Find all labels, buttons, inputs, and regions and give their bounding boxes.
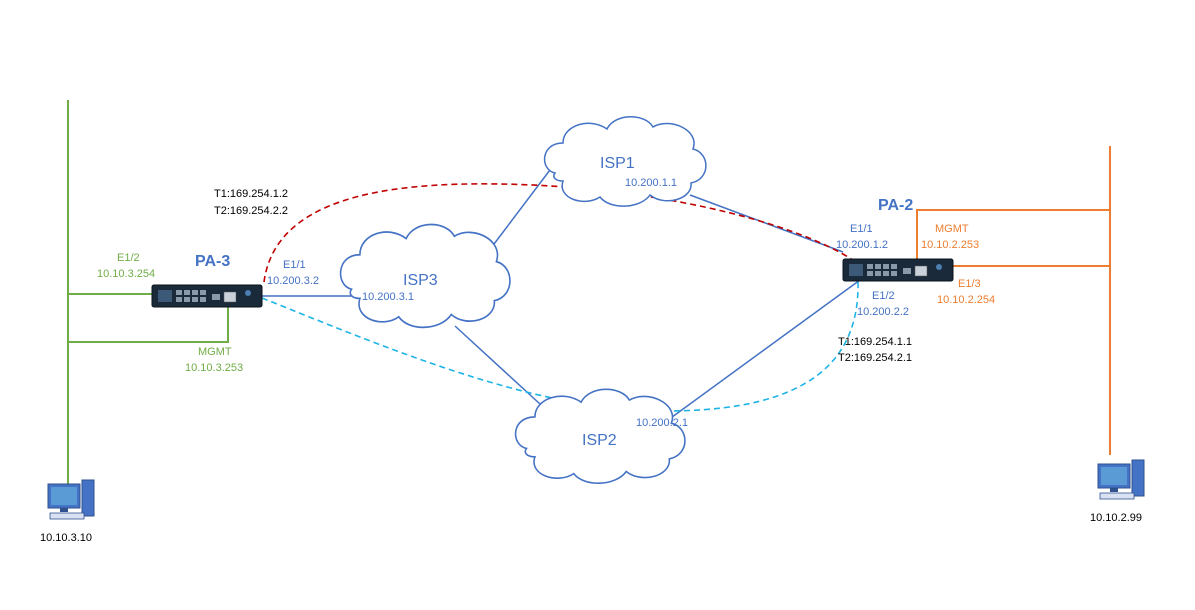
pa3-label: PA-3 xyxy=(195,253,230,270)
pa3-port xyxy=(200,290,206,295)
pa2-port xyxy=(883,271,889,276)
right-host-tower xyxy=(1131,459,1145,497)
pa2-tunnel2-ip: T2:169.254.2.1 xyxy=(838,352,912,364)
isp2-label: ISP2 xyxy=(582,432,617,449)
tunnel-2-path xyxy=(261,281,859,412)
isp1-pa2-link xyxy=(689,194,844,253)
pa2-e1-3-name: E1/3 xyxy=(958,278,981,290)
pa2-mgmt-link xyxy=(916,209,1110,262)
isp1-cloud-shape xyxy=(543,116,707,207)
pa3-port xyxy=(212,294,220,300)
wan-links xyxy=(262,161,861,421)
pa3-e1-1-ip: 10.200.3.2 xyxy=(267,275,319,287)
right-host-ip: 10.10.2.99 xyxy=(1090,512,1142,524)
pa2-port xyxy=(875,271,881,276)
pa3-e1-1-name: E1/1 xyxy=(283,259,306,271)
pa2-mgmt-ip: 10.10.2.253 xyxy=(921,239,979,251)
pa2-e1-3-ip: 10.10.2.254 xyxy=(937,294,995,306)
isp1-label: ISP1 xyxy=(600,155,635,172)
pa2-e1-1-ip: 10.200.1.2 xyxy=(836,239,888,251)
pa2-e1-1-name: E1/1 xyxy=(850,223,873,235)
isp3-cloud xyxy=(339,223,511,329)
pa2-mgmt-name: MGMT xyxy=(935,223,969,235)
left-host-tower xyxy=(81,479,95,517)
computer-icon[interactable] xyxy=(1097,459,1145,500)
pa3-port xyxy=(184,297,190,302)
pa3-tunnel1-ip: T1:169.254.1.2 xyxy=(214,188,288,200)
right-host-keyboard xyxy=(1099,492,1135,500)
pa3-port xyxy=(200,297,206,302)
pa2-console xyxy=(914,265,928,277)
pa2-e1-2-name: E1/2 xyxy=(872,290,895,302)
isp1-cloud xyxy=(543,116,707,207)
pa2-port xyxy=(867,264,873,269)
pa2-port xyxy=(875,264,881,269)
pa2-port xyxy=(903,268,911,274)
pa3-led xyxy=(245,290,251,296)
isp3-ip: 10.200.3.1 xyxy=(362,291,414,303)
pa3-console xyxy=(223,291,237,303)
isp3-isp1-link xyxy=(487,161,557,253)
pa3-panel xyxy=(158,290,172,302)
pa2-led xyxy=(936,264,942,270)
pa3-port xyxy=(192,297,198,302)
pa3-mgmt-link xyxy=(68,306,229,343)
pa3-mgmt-name: MGMT xyxy=(198,346,232,358)
left-host-screen xyxy=(51,487,77,505)
pa3-port xyxy=(176,297,182,302)
pa2-port xyxy=(867,271,873,276)
site2-lan-wiring xyxy=(916,146,1111,455)
pa2-firewall[interactable] xyxy=(842,258,954,282)
isp2-cloud-shape xyxy=(514,388,686,484)
isp3-label: ISP3 xyxy=(403,272,438,289)
pa2-port xyxy=(891,264,897,269)
isp2-pa2-link xyxy=(667,279,861,421)
pa2-tunnel1-ip: T1:169.254.1.1 xyxy=(838,336,912,348)
isp2-cloud xyxy=(514,388,686,484)
pa3-e1-2-name: E1/2 xyxy=(117,252,140,264)
isp2-ip: 10.200.2.1 xyxy=(636,417,688,429)
pa3-e1-2-ip: 10.10.3.254 xyxy=(97,268,155,280)
pa3-mgmt-ip: 10.10.3.253 xyxy=(185,362,243,374)
right-host-screen xyxy=(1101,467,1127,485)
pa2-port xyxy=(883,264,889,269)
right-host-stand xyxy=(1110,488,1118,492)
pa2-label: PA-2 xyxy=(878,197,913,214)
pa2-panel xyxy=(849,264,863,276)
isp1-ip: 10.200.1.1 xyxy=(625,177,677,189)
pa3-firewall[interactable] xyxy=(151,284,263,308)
pa3-port xyxy=(184,290,190,295)
pa2-e1-2-ip: 10.200.2.2 xyxy=(857,306,909,318)
computer-icon[interactable] xyxy=(47,479,95,520)
pa3-port xyxy=(192,290,198,295)
left-host-keyboard xyxy=(49,512,85,520)
left-host-ip: 10.10.3.10 xyxy=(40,532,92,544)
left-host-stand xyxy=(60,508,68,512)
pa3-tunnel2-ip: T2:169.254.2.2 xyxy=(214,205,288,217)
isp3-cloud-shape xyxy=(339,223,511,329)
site3-lan-wiring xyxy=(67,100,229,485)
isp3-isp2-link xyxy=(454,325,541,405)
pa2-port xyxy=(891,271,897,276)
pa3-port xyxy=(176,290,182,295)
